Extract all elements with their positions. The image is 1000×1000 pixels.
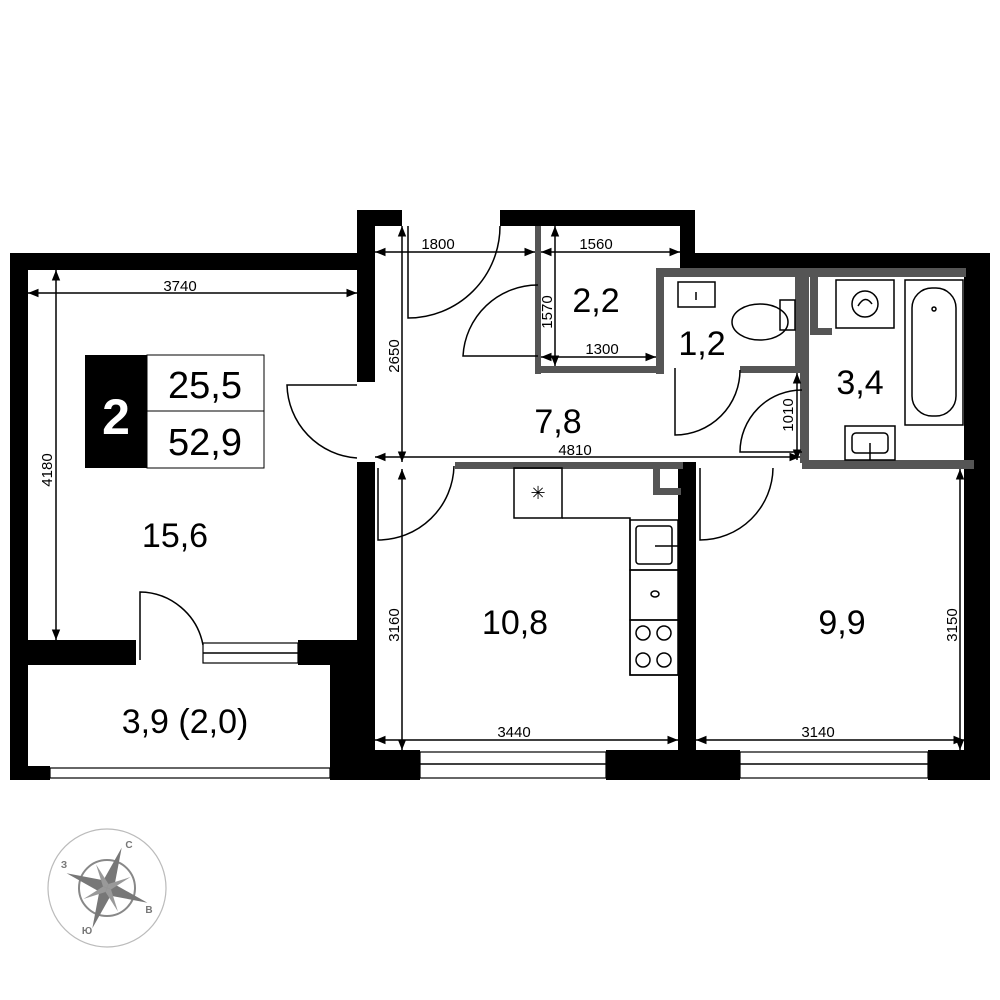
bathtub (904, 279, 964, 426)
kitchen-window (419, 751, 607, 779)
room-areas: 15,6 3,9 (2,0) 7,8 2,2 1,2 3,4 10,8 9,9 (122, 282, 884, 741)
doors (139, 225, 803, 660)
area-toilet: 1,2 (678, 325, 725, 363)
toilet-bowl (731, 303, 789, 341)
balcony-door (139, 591, 204, 660)
dim-bedroom-width: 3140 (801, 724, 834, 741)
dim-hall-length: 4810 (558, 442, 591, 459)
dim-kitchen-width: 3440 (497, 724, 530, 741)
kitchen-counter (629, 569, 679, 621)
kitchen-sink (629, 519, 679, 571)
toilet-sink (677, 281, 716, 308)
dim-storage-bottom: 1300 (585, 341, 618, 358)
dim-bedroom-depth: 3150 (944, 608, 961, 641)
area-living-room: 15,6 (142, 517, 208, 555)
dim-bath-door: 1010 (780, 398, 797, 431)
bedroom-door (699, 467, 774, 541)
compass-east: В (145, 905, 152, 916)
dim-hall-depth: 2650 (386, 339, 403, 372)
bedroom-window (739, 751, 929, 779)
area-bathroom: 3,4 (836, 364, 883, 402)
stove (629, 619, 679, 676)
area-bedroom: 9,9 (818, 604, 865, 642)
compass-rose-icon (66, 847, 148, 929)
dim-storage-width: 1560 (579, 236, 612, 253)
badge-living-area: 25,5 (168, 365, 242, 407)
living-room-door (286, 384, 358, 459)
svg-text:✳: ✳ (530, 483, 545, 503)
dim-storage-depth: 1570 (539, 295, 556, 328)
fridge (513, 467, 563, 519)
badge-room-count: 2 (102, 389, 130, 445)
area-kitchen: 10,8 (482, 604, 548, 642)
toilet-door (674, 368, 741, 436)
apartment-badge: 2 25,5 52,9 (85, 354, 265, 469)
badge-total-area: 52,9 (168, 422, 242, 464)
dim-hall-top: 1800 (421, 236, 454, 253)
storage-door (462, 284, 539, 357)
compass-north: С (125, 840, 132, 851)
compass: С В Ю З (47, 828, 167, 948)
area-balcony: 3,9 (2,0) (122, 703, 249, 741)
dim-living-depth: 4180 (39, 453, 56, 486)
balcony-window (49, 767, 331, 779)
windows (49, 642, 929, 779)
area-hallway: 7,8 (534, 403, 581, 441)
exterior-walls (10, 210, 990, 780)
dim-kitchen-depth: 3160 (386, 608, 403, 641)
area-storage: 2,2 (572, 282, 619, 320)
compass-south: Ю (82, 926, 92, 937)
fixtures: ✳ (513, 279, 964, 676)
dim-living-width: 3740 (163, 278, 196, 295)
compass-west: З (61, 860, 67, 871)
washing-machine (835, 279, 895, 329)
entrance-door (407, 225, 501, 319)
kitchen-door (377, 465, 455, 541)
partition-walls (455, 226, 974, 495)
dimension-lines (28, 226, 965, 750)
dimension-labels: 3740 4180 1800 1560 1570 1300 2650 4810 … (39, 236, 961, 741)
bathroom-door (739, 389, 803, 453)
